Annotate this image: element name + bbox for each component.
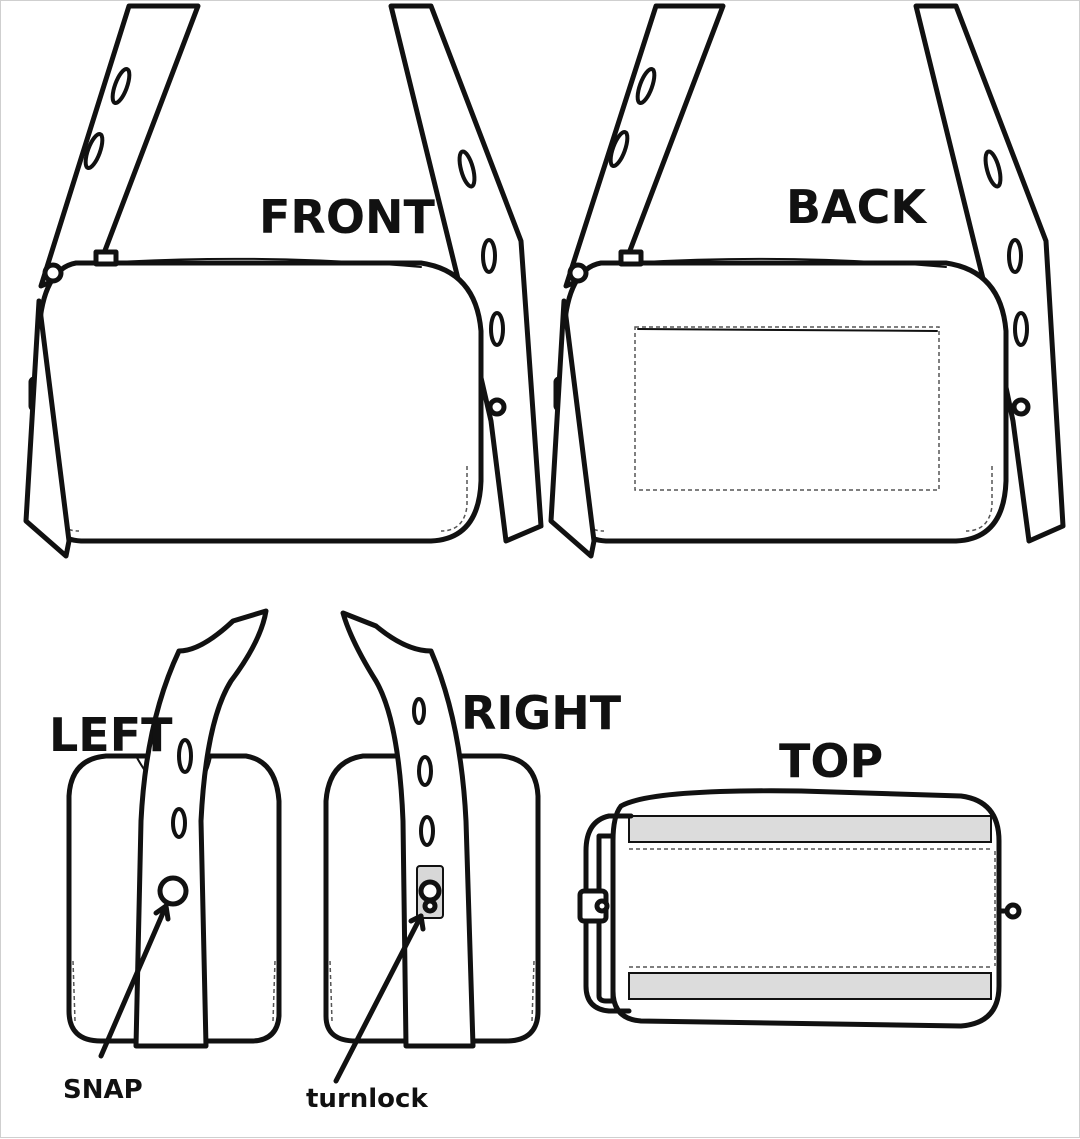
front-zipper	[100, 257, 422, 268]
back-slip-pocket	[634, 326, 940, 491]
front-bag-body	[36, 260, 484, 544]
turnlock-callout-arrow	[333, 913, 424, 1084]
strap-hole	[417, 755, 433, 787]
front-corner-stitch	[440, 466, 468, 532]
strap-ring-icon	[42, 262, 64, 284]
strap-hole	[489, 311, 505, 347]
top-view-label: TOP	[779, 734, 883, 788]
snap-icon	[157, 875, 189, 907]
snap-callout-label: SNAP	[63, 1075, 143, 1105]
strap-hole	[83, 131, 105, 171]
back-strap-tail	[548, 298, 597, 559]
strap-hole	[419, 815, 435, 847]
right-view-label: RIGHT	[461, 686, 622, 740]
right-side-turnlock-icon	[487, 397, 507, 417]
back-pocket-edge	[637, 328, 938, 332]
back-zipper	[625, 257, 947, 268]
strap-hole	[1013, 311, 1029, 347]
back-strap-left	[563, 3, 726, 289]
strap-hole	[171, 807, 187, 839]
left-strap	[133, 608, 269, 1049]
left-view-label: LEFT	[49, 708, 173, 762]
top-view: TOP	[577, 734, 1022, 1029]
strap-hole	[177, 738, 193, 774]
front-strap-left	[38, 3, 201, 289]
right-side-turnlock-icon	[1011, 397, 1031, 417]
zipper-pull-icon	[618, 249, 644, 267]
right-view: RIGHT turnlock	[306, 610, 622, 1114]
back-corner-stitch	[965, 466, 993, 532]
strap-hole	[481, 238, 497, 274]
top-turnlock-icon	[1004, 902, 1022, 920]
top-zipper-upper	[628, 815, 992, 843]
strap-hole	[457, 149, 477, 189]
top-snap-icon	[594, 898, 610, 914]
right-strap	[340, 610, 476, 1049]
top-zipper-lower	[628, 972, 992, 1000]
right-side-stitch	[329, 960, 333, 1022]
turnlock-callout-label: turnlock	[306, 1084, 428, 1114]
right-side-stitch	[531, 960, 535, 1022]
turnlock-knob-icon	[422, 898, 438, 914]
arrow-head-icon	[408, 913, 426, 932]
strap-hole	[608, 129, 630, 169]
left-side-stitch	[272, 960, 276, 1022]
strap-ring-icon	[567, 262, 589, 284]
front-strap-tail	[23, 298, 72, 559]
strap-hole	[635, 66, 657, 106]
strap-hole	[983, 149, 1003, 189]
arrow-head-icon	[153, 903, 171, 922]
left-side-stitch	[72, 960, 76, 1022]
strap-hole	[110, 66, 132, 106]
snap-callout-arrow	[98, 903, 169, 1059]
front-view-label: FRONT	[259, 190, 435, 244]
back-view-label: BACK	[786, 180, 928, 234]
back-view: BACK	[548, 3, 1066, 559]
left-view: LEFT SNAP	[49, 608, 282, 1105]
strap-hole	[412, 697, 426, 725]
turnlock-icon	[418, 879, 442, 903]
front-view: FRONT	[23, 3, 544, 559]
zipper-pull-icon	[93, 249, 119, 267]
strap-hole	[1007, 238, 1023, 274]
